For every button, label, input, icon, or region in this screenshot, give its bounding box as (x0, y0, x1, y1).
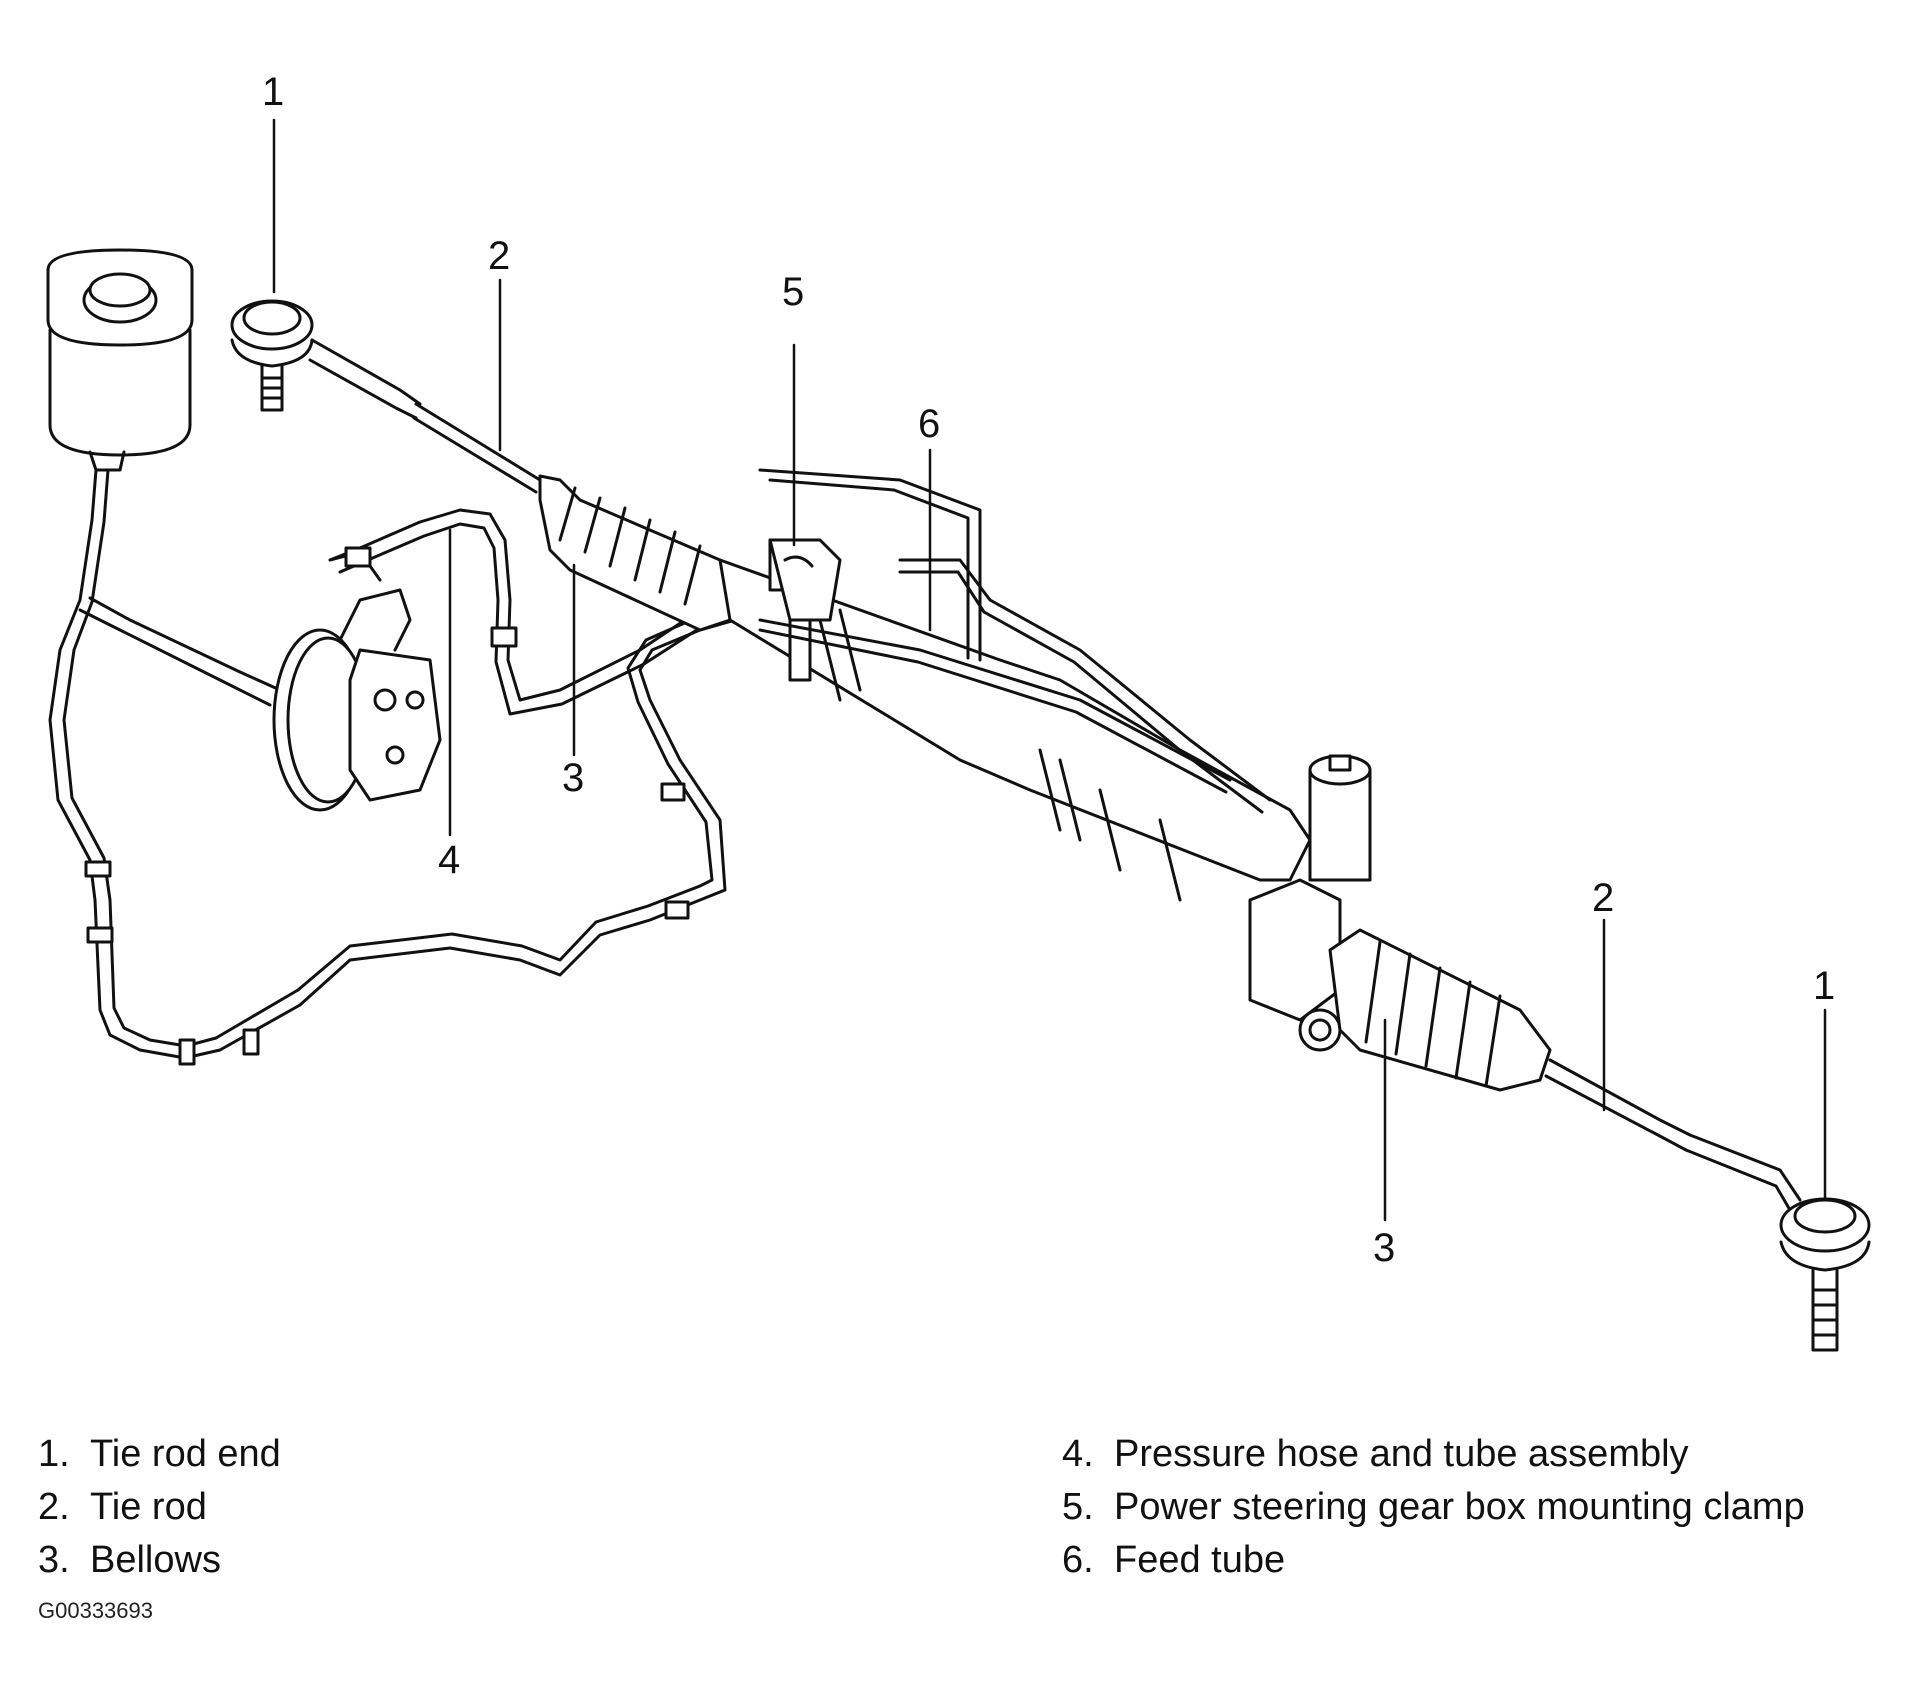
legend-label: Power steering gear box mounting clamp (1114, 1486, 1805, 1528)
fluid-reservoir (46, 248, 194, 472)
legend-label: Tie rod end (90, 1433, 281, 1475)
left-tie-rod-end (230, 299, 422, 420)
return-hose (48, 468, 302, 1066)
callout-4: 4 (438, 838, 461, 882)
feed-tubes (758, 468, 1272, 814)
callout-2-left: 2 (488, 234, 511, 278)
callout-6: 6 (918, 402, 941, 446)
legend-num: 1. (38, 1433, 70, 1475)
callout-leaders (272, 118, 1827, 1222)
callout-1-right: 1 (1813, 964, 1836, 1008)
right-tie-rod-end (1779, 1197, 1871, 1352)
legend-num: 6. (1062, 1539, 1094, 1581)
right-tie-rod (1544, 1058, 1802, 1212)
legend-item-4: 4. Pressure hose and tube assembly (1062, 1435, 1689, 1473)
left-tie-rod (412, 402, 542, 494)
legend-label: Pressure hose and tube assembly (1114, 1433, 1689, 1475)
left-bellows (538, 474, 742, 632)
callout-5: 5 (782, 270, 805, 314)
legend-item-5: 5. Power steering gear box mounting clamp (1062, 1488, 1805, 1526)
power-steering-pump (272, 550, 442, 812)
legend-num: 4. (1062, 1433, 1094, 1475)
legend-label: Bellows (90, 1539, 221, 1581)
right-bellows (1328, 928, 1552, 1092)
callout-1-left: 1 (262, 70, 285, 114)
legend-num: 5. (1062, 1486, 1094, 1528)
legend-item-2: 2. Tie rod (38, 1488, 207, 1526)
legend-item-3: 3. Bellows (38, 1541, 221, 1579)
valve-body (1248, 754, 1372, 1052)
callout-3-left: 3 (562, 756, 585, 800)
mounting-clamp (768, 538, 842, 622)
legend-label: Tie rod (90, 1486, 207, 1528)
legend-num: 3. (38, 1539, 70, 1581)
legend-num: 2. (38, 1486, 70, 1528)
figure-id: G00333693 (38, 1598, 153, 1623)
legend-item-6: 6. Feed tube (1062, 1541, 1285, 1579)
callout-2-right: 2 (1592, 876, 1615, 920)
lower-return-line (296, 606, 737, 1007)
legend-item-1: 1. Tie rod end (38, 1435, 281, 1473)
callout-3-right: 3 (1373, 1226, 1396, 1270)
legend-label: Feed tube (1114, 1539, 1286, 1581)
